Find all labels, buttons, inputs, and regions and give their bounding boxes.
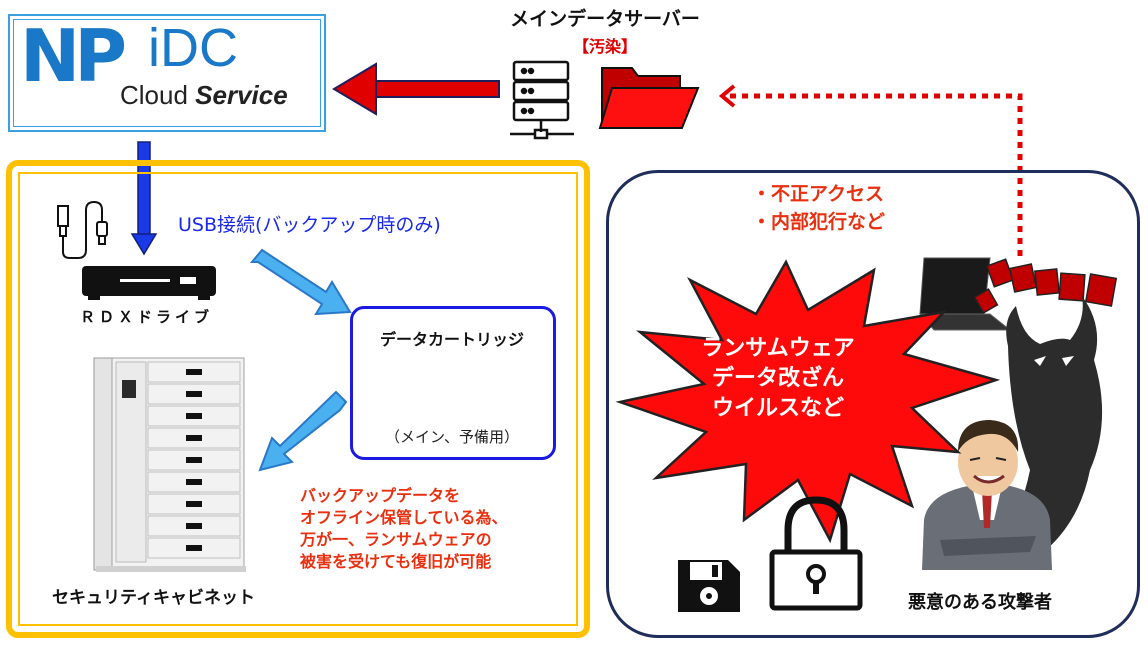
offline-backup-inner-frame — [18, 172, 578, 626]
cabinet-icon — [93, 357, 246, 572]
attacker-figure-icon — [922, 420, 1052, 570]
laptop-icon — [918, 257, 1012, 331]
offline-storage-note: バックアップデータを オフライン保管している為、 万が一、ランサムウェアの 被害… — [300, 485, 570, 573]
offline-note-line: 万が一、ランサムウェアの — [300, 530, 492, 549]
data-cartridge-note: （メイン、予備用） — [384, 428, 520, 446]
logo-idc-text: iDC — [148, 18, 238, 78]
logo-cloud-word: Cloud — [120, 80, 196, 110]
main-server-title: メインデータサーバー — [510, 8, 700, 30]
folder-icon — [598, 67, 700, 129]
download-arrow — [130, 141, 158, 256]
malicious-attacker-label: 悪意のある攻撃者 — [908, 592, 1052, 613]
logo-np-mark: NP — [20, 14, 127, 98]
rdx-drive-icon — [82, 266, 216, 300]
to-cabinet-arrow — [258, 390, 348, 472]
to-cartridge-arrow — [249, 248, 352, 316]
logo-service-word: Service — [195, 80, 288, 110]
offline-backup-frame — [6, 160, 590, 638]
floppy-disk-icon — [678, 560, 740, 612]
data-cartridge-title: データカートリッジ — [379, 330, 524, 349]
offline-note-line: バックアップデータを — [300, 486, 461, 505]
flying-files — [973, 258, 1118, 314]
server-icon — [510, 60, 574, 140]
attack-method-list: ・不正アクセス ・内部犯行など — [752, 180, 885, 236]
burst-text-line: データ改ざん — [711, 366, 844, 391]
exfiltration-dotted-arrow — [718, 84, 1023, 256]
np-idc-cloud-service-logo — [8, 14, 326, 132]
burst-text-line: ランサムウェア — [701, 336, 855, 361]
main-server-contaminated-tag: 【汚染】 — [572, 37, 637, 56]
usb-connection-label: USB接続(バックアップ時のみ) — [178, 214, 441, 236]
ransomware-burst-icon — [615, 259, 1001, 544]
offline-note-line: 被害を受けても復旧が可能 — [300, 552, 492, 571]
rdx-drive-label: ＲＤＸドライブ — [80, 308, 214, 326]
ransomware-burst-text: ランサムウェア データ改ざん ウイルスなど — [690, 334, 866, 424]
threat-area-frame — [606, 170, 1140, 638]
attack-method-item: ・内部犯行など — [752, 211, 886, 233]
logo-cloud-service-text: Cloud Service — [120, 80, 288, 110]
padlock-icon — [769, 496, 863, 611]
offline-note-line: オフライン保管している為、 — [300, 508, 508, 527]
usb-cable-icon — [57, 200, 108, 259]
security-cabinet-label: セキュリティキャビネット — [52, 588, 255, 608]
data-cartridge-box — [350, 306, 556, 460]
burst-text-line: ウイルスなど — [711, 396, 844, 421]
replicate-arrow — [332, 62, 500, 116]
demon-shadow-icon — [990, 296, 1103, 562]
attack-method-item: ・不正アクセス — [752, 183, 885, 205]
